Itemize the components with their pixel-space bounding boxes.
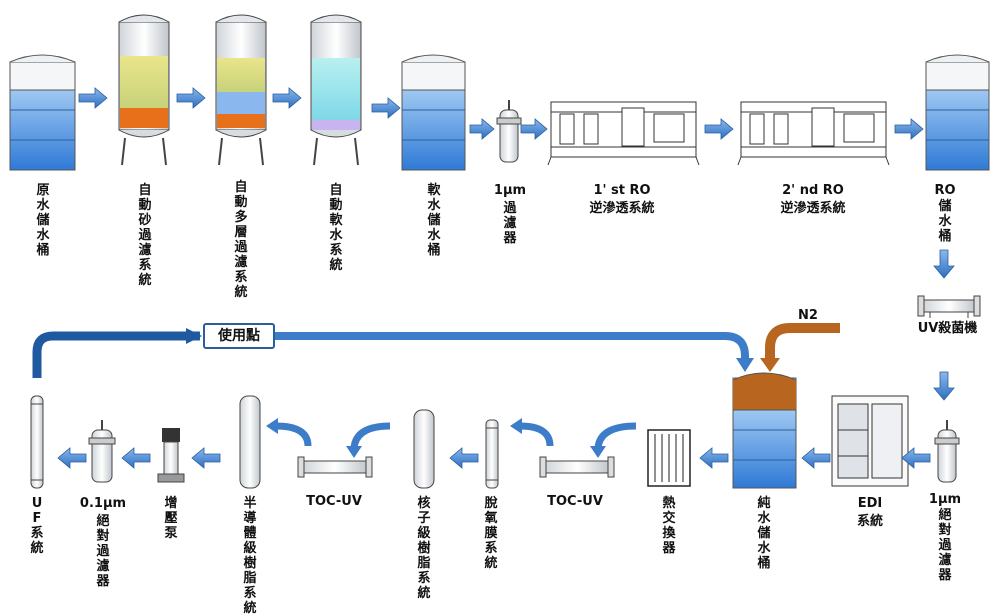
label-semiconductor-resin: 半導體級樹脂系統 (243, 496, 257, 616)
flow-arrow (57, 447, 87, 469)
flow-arrow (272, 87, 302, 109)
label-n2: N2 (798, 308, 818, 323)
raw-water-tank (9, 54, 76, 171)
softener-vessel (310, 14, 362, 166)
flow-arrow (78, 87, 108, 109)
edi-skid (831, 395, 909, 487)
ro-water-tank (925, 54, 990, 171)
curved-flow-arrow (275, 422, 312, 447)
ro-skid-2 (737, 101, 890, 166)
label-heat-exchanger: 熱交換器 (662, 496, 676, 556)
label-booster-pump: 增壓泵 (164, 496, 178, 541)
label-1um-value: 1μm (493, 183, 527, 198)
label-01um-filter: 絕對過濾器 (96, 514, 110, 589)
semiconductor-resin-vessel (239, 395, 261, 489)
uf-module (30, 395, 44, 489)
label-ro1-system: 逆滲透系統 (589, 201, 655, 216)
curved-flow-arrow (594, 422, 637, 449)
curved-flow-arrow (350, 422, 391, 449)
uv-sterilizer (917, 295, 981, 318)
booster-pump (157, 428, 185, 483)
return-loop-pipe (32, 331, 200, 378)
use-point-arrowhead (186, 328, 202, 344)
label-sand-filter: 自動砂過濾系統 (138, 183, 152, 288)
flow-arrow (901, 447, 931, 469)
pure-water-tank (732, 372, 797, 489)
label-edi-title: EDI (857, 496, 883, 511)
arrowhead (510, 418, 522, 434)
label-ro-tank: 儲水桶 (938, 199, 952, 244)
flow-arrow (704, 118, 734, 140)
loop-pipe-arrowhead (736, 358, 754, 372)
flow-arrow (121, 447, 151, 469)
label-1um-filter: 過濾器 (503, 201, 517, 246)
arrowhead (346, 446, 362, 458)
label-toc-uv-1: TOC-UV (547, 494, 603, 509)
degas-membrane (485, 419, 499, 489)
label-01um-value: 0.1μm (79, 496, 127, 511)
label-abs-1um-filter: 絕對過濾器 (938, 508, 952, 583)
toc-uv-unit-1 (539, 456, 615, 478)
absolute-filter-1um (934, 420, 960, 483)
loop-pipe-to-tank (274, 332, 749, 362)
label-nuclear-resin: 核子級樹脂系統 (417, 496, 431, 601)
label-degas-membrane: 脫氧膜系統 (484, 496, 498, 571)
toc-uv-unit-2 (297, 456, 373, 478)
flow-arrow (520, 118, 548, 140)
sand-filter-vessel (118, 14, 170, 166)
flow-arrow (449, 447, 479, 469)
label-toc-uv-2: TOC-UV (306, 494, 362, 509)
arrowhead (590, 446, 606, 458)
label-ro2-title: 2' nd RO (782, 183, 844, 198)
use-point-box: 使用點 (203, 323, 275, 349)
label-ro-tank-title: RO (934, 183, 956, 198)
label-uv-sterilizer: UV殺菌機 (917, 321, 978, 336)
absolute-filter-01um (88, 420, 116, 483)
cartridge-filter-1um (496, 100, 522, 163)
n2-pipe (765, 323, 840, 360)
label-raw-water-tank: 原水儲水桶 (36, 183, 50, 258)
label-abs-1um-value: 1μm (928, 492, 962, 507)
flow-arrow (176, 87, 206, 109)
label-softener: 自動軟水系統 (329, 183, 343, 273)
label-uf-system: UF系統 (30, 496, 44, 556)
flow-arrow (191, 447, 221, 469)
flow-arrow (933, 371, 955, 401)
n2-arrowhead (760, 358, 780, 372)
label-pure-water-tank: 純水儲水桶 (757, 496, 771, 571)
flow-arrow (801, 447, 831, 469)
flow-arrow (933, 249, 955, 279)
flow-arrow (371, 97, 401, 119)
arrowhead (266, 418, 278, 434)
nuclear-resin-vessel (413, 409, 435, 489)
soft-water-tank (401, 54, 466, 171)
flow-arrow (699, 447, 729, 469)
curved-flow-arrow (519, 422, 554, 447)
label-multi-layer-filter: 自動多層過濾系統 (234, 180, 248, 300)
heat-exchanger (647, 429, 691, 487)
flow-arrow (894, 118, 924, 140)
label-ro2-system: 逆滲透系統 (780, 201, 846, 216)
flow-arrow (469, 118, 495, 140)
label-edi-system: 系統 (856, 514, 883, 529)
label-ro1-title: 1' st RO (593, 183, 651, 198)
label-soft-water-tank: 軟水儲水桶 (427, 183, 441, 258)
ro-skid-1 (547, 101, 700, 166)
multi-layer-filter-vessel (215, 14, 267, 166)
